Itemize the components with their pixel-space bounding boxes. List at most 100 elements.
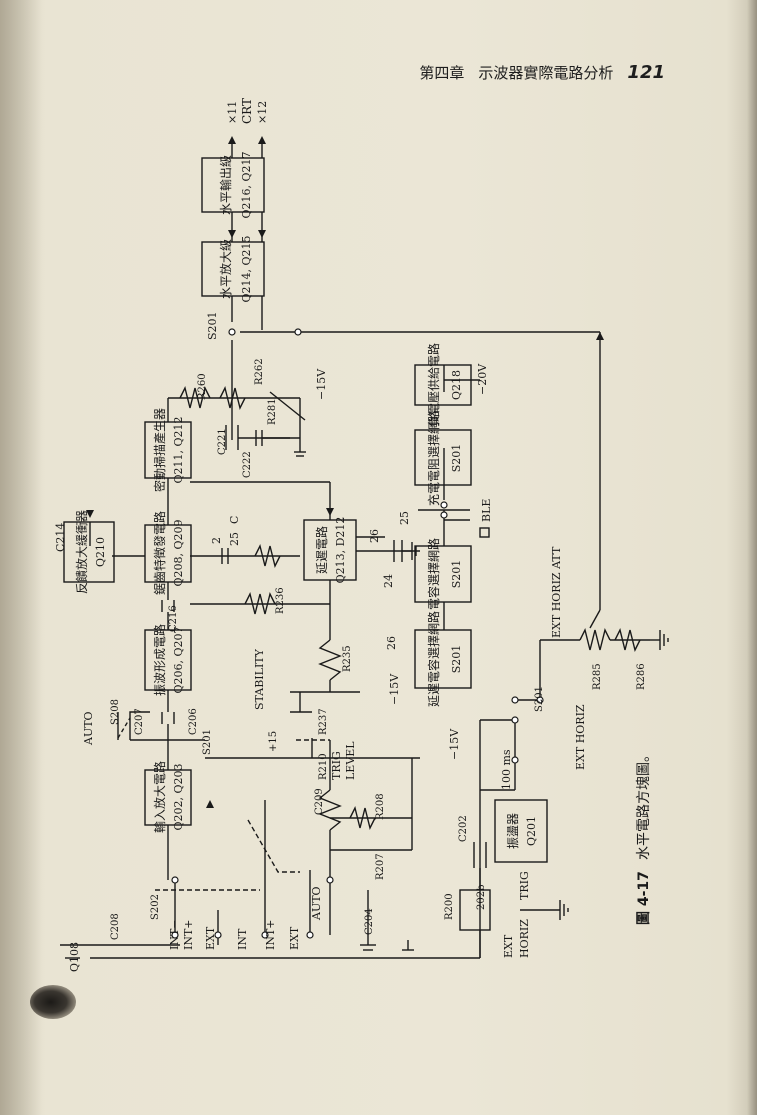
wiring (60, 140, 669, 959)
feedback-amp-q: Q210 (94, 537, 107, 567)
label-ble: BLE (480, 499, 493, 522)
punch-hole (30, 985, 76, 1019)
label-100ms: 100 ms (500, 749, 513, 790)
osc-label: 振盪器 (505, 813, 520, 849)
label-n26a: 26 (368, 529, 381, 543)
block-sweep-gen (144, 421, 192, 479)
label-c222: C222 (242, 451, 253, 478)
block-texts: 水平輸出級 Q216, Q217 水平放大級 Q214, Q215 密動掃描產生… (74, 151, 538, 849)
block-cap-net (414, 545, 472, 603)
book-gutter-shadow (0, 0, 42, 1115)
component-labels: ×11 CRT ×12 S201 R260 R262 R281 C221 C22… (54, 98, 647, 972)
cap-net-label: 電容選擇網路 (426, 538, 441, 610)
delay-cap-net-label: 延遲電容選擇網路 (426, 611, 441, 707)
sweep-gen-label: 密動掃描產生器 (152, 408, 167, 492)
label-int-plus2: INT+ (264, 919, 277, 950)
label-r237: R237 (318, 708, 329, 735)
label-r202b: 202b (476, 885, 487, 911)
block-res-net (414, 429, 472, 486)
horiz-out-q: Q216, Q217 (240, 151, 253, 218)
page-edge-shadow (747, 0, 757, 1115)
neg-supply-q: Q218 (450, 370, 463, 400)
horiz-out-label: 水平輸出級 (218, 155, 233, 215)
label-r210: R210 (318, 753, 329, 780)
label-auto-top: AUTO (82, 711, 95, 746)
block-feedback-amp (63, 521, 115, 583)
label-n24: 24 (382, 574, 395, 588)
label-int-plus: INT+ (182, 919, 195, 950)
header-title: 示波器實際電路分析 (478, 64, 614, 82)
page-number: 121 (627, 62, 665, 83)
label-stability: STABILITY (253, 648, 266, 710)
delay-gate-label: 延遲電路 (314, 526, 329, 574)
label-c204: C204 (364, 908, 375, 935)
label-r281: R281 (267, 398, 278, 425)
label-n26b: 26 (385, 636, 398, 650)
figure-caption: 圖 4-17 水平電路方塊圖。 (635, 748, 652, 925)
wave-shaper-label: 振波形成電路 (152, 624, 167, 696)
label-ext-horiz-trig-2: HORIZ (518, 919, 531, 958)
cap-net-s: S201 (450, 560, 463, 589)
running-header: 第四章 示波器實際電路分析 121 (419, 62, 665, 83)
label-minus15v-b: −15V (388, 673, 401, 705)
block-horiz-amp (201, 241, 265, 297)
label-n25: 25 (228, 532, 241, 546)
horiz-amp-label: 水平放大級 (218, 239, 233, 299)
delay-gate-q: Q213, D212 (334, 517, 347, 584)
osc-q: Q201 (525, 816, 538, 846)
label-x11: ×11 (226, 101, 239, 124)
sync-gen-label: 鋸齒特徵發電路 (152, 511, 167, 595)
label-s201: S201 (202, 729, 213, 755)
label-r208: R208 (375, 793, 386, 820)
label-c202: C202 (458, 815, 469, 842)
label-minus20v: −20V (476, 363, 489, 395)
res-net-s: S201 (450, 444, 463, 473)
label-r285: R285 (592, 663, 603, 690)
label-r262: R262 (254, 358, 265, 385)
label-c208: C208 (110, 913, 121, 940)
label-ext-horiz-att: EXT HORIZ ATT (550, 546, 563, 638)
label-s202: S202 (150, 894, 161, 920)
label-c221: C221 (217, 428, 228, 455)
block-delay-cap-net (414, 629, 472, 689)
signal-arrows (86, 136, 604, 808)
label-q108: Q108 (68, 942, 81, 972)
label-crt: CRT (240, 98, 254, 124)
marker-square (479, 527, 490, 538)
sweep-gen-q: Q211, Q212 (172, 416, 185, 483)
label-minus15v-a: −15V (315, 368, 328, 400)
label-x12: ×12 (256, 101, 269, 124)
wiring-nodes (171, 328, 544, 939)
label-r207: R207 (375, 853, 386, 880)
label-ext: EXT (204, 926, 217, 950)
label-n2: 2 (210, 537, 223, 544)
label-trig: TRIG (330, 751, 343, 780)
caption-text: 水平電路方塊圖。 (636, 748, 652, 860)
block-wave-shaper (144, 629, 192, 691)
label-ext2: EXT (288, 926, 301, 950)
delay-cap-net-s: S201 (450, 645, 463, 674)
block-neg-supply (414, 364, 472, 406)
label-c216: C216 (168, 605, 179, 632)
block-horiz-out (201, 157, 265, 213)
label-auto: AUTO (310, 886, 323, 921)
label-r286: R286 (636, 663, 647, 690)
label-c209: C209 (314, 788, 325, 815)
header-chapter: 第四章 (419, 64, 465, 82)
label-c: C (228, 516, 241, 524)
sync-gen-q: Q208, Q209 (172, 519, 185, 586)
horiz-amp-q: Q214, Q215 (240, 235, 253, 302)
wave-shaper-q: Q206, Q207 (172, 626, 185, 693)
label-ext-horiz-trig-3: TRIG (518, 871, 531, 900)
label-r236: R236 (275, 587, 286, 614)
label-s201-top: S201 (206, 311, 219, 340)
feedback-amp-label: 反饋放大緩衝器 (74, 510, 89, 594)
label-r260: R260 (197, 373, 208, 400)
label-level: LEVEL (344, 741, 357, 780)
block-osc (494, 799, 548, 863)
label-c214: C214 (54, 523, 67, 552)
label-s201-b: S201 (534, 686, 545, 712)
caption-number: 圖 4-17 (635, 871, 652, 925)
